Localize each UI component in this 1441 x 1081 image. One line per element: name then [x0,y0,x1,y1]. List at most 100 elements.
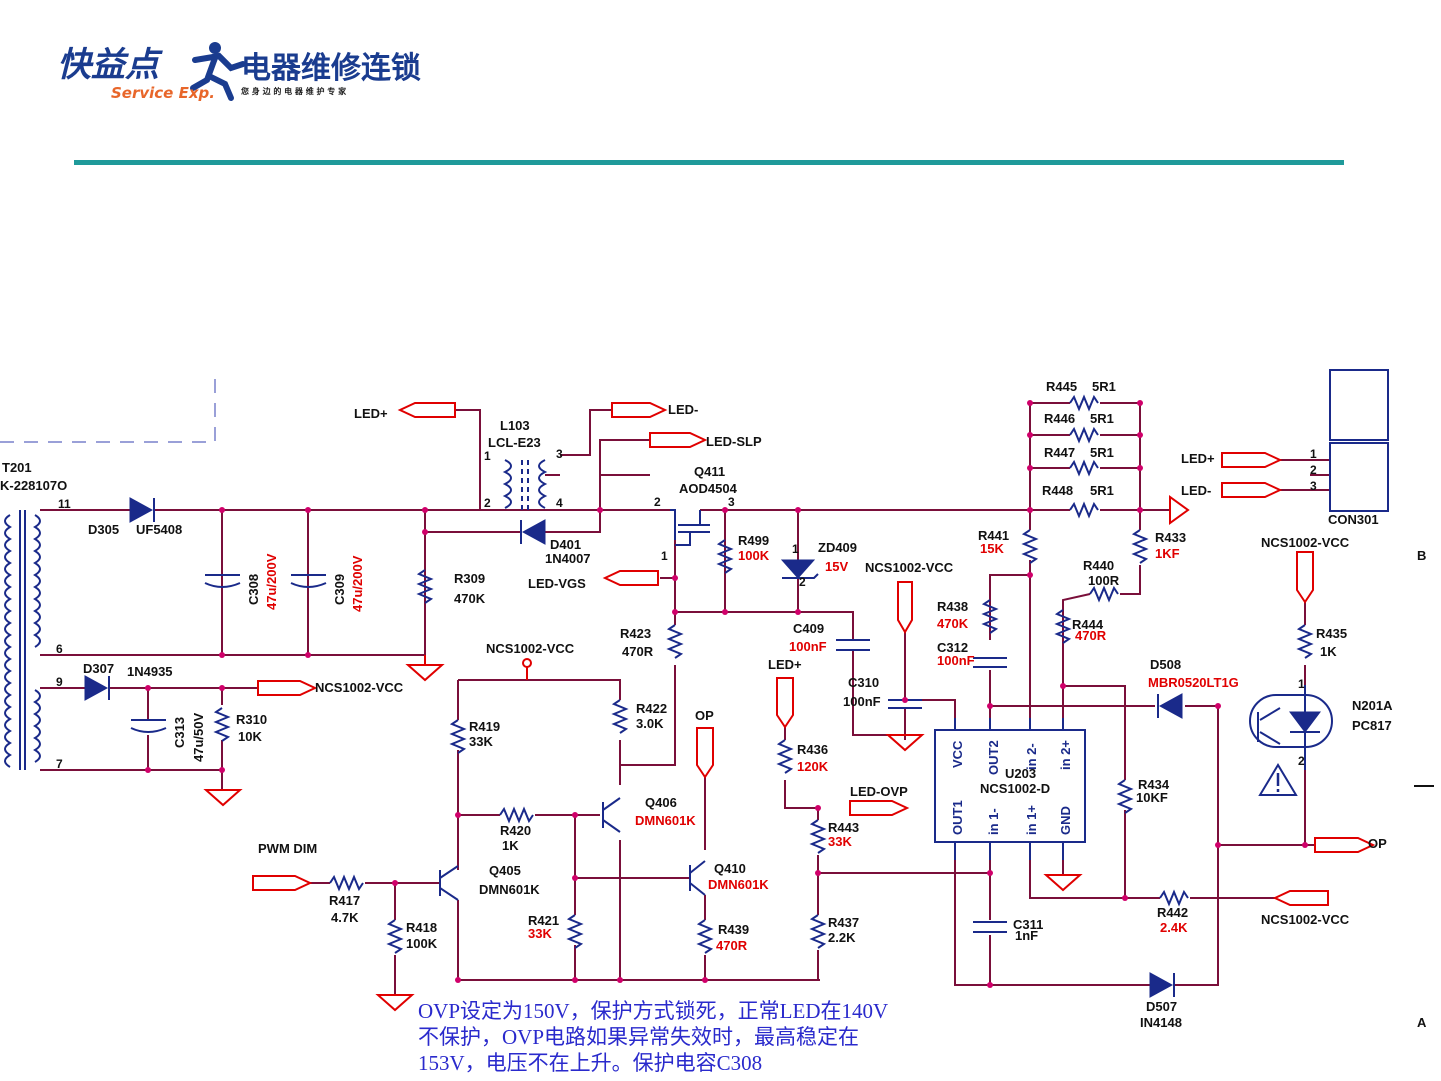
label-r439-val: 470R [716,938,748,953]
svg-text:2: 2 [484,496,491,510]
label-r435-val: 1K [1320,644,1337,659]
label-c312-ref: C312 [937,640,968,655]
label-led-ovp: LED-OVP [850,784,908,799]
connector-con301 [1329,369,1389,512]
label-r435-ref: R435 [1316,626,1347,641]
label-r417-ref: R417 [329,893,360,908]
opamp-pin-out1: OUT1 [950,800,965,835]
label-led-plus-1: LED+ [354,406,388,421]
opamp-pin-in1-plus: in 1+ [1024,805,1039,835]
label-r436-ref: R436 [797,742,828,757]
ovp-note: OVP设定为150V，保护方式锁死，正常LED在140V 不保护，OVP电路如果… [418,998,978,1076]
label-r437-val: 2.2K [828,930,856,945]
label-r434-ref: R434 [1138,777,1170,792]
label-r433-ref: R433 [1155,530,1186,545]
label-d307-ref: D307 [83,661,114,676]
diode-d401-symbol [520,519,546,545]
logo-slogan-cn: 您 身 边 的 电 器 维 护 专 家 [241,86,347,96]
warning-triangle-icon [1258,763,1298,796]
diode-d507-symbol [1149,972,1175,998]
svg-text:6: 6 [56,642,63,656]
label-d307-val: 1N4935 [127,664,173,679]
label-con301: CON301 [1328,512,1379,527]
label-r443-val: 33K [828,834,852,849]
label-r439-ref: R439 [718,922,749,937]
opamp-pin-in1-minus: in 1- [986,808,1001,835]
label-t201-val: K-228107O [0,478,67,493]
label-q405-ref: Q405 [489,863,521,878]
label-c313-ref: C313 [172,717,187,748]
diode-d508-symbol [1157,693,1183,719]
label-q411-val: AOD4504 [679,481,738,496]
label-r309-ref: R309 [454,571,485,586]
label-r310-ref: R310 [236,712,267,727]
label-u203-ref: U203 [1005,766,1036,781]
label-c310-ref: C310 [848,675,879,690]
label-sheet-a: A [1417,1015,1427,1030]
label-r419-ref: R419 [469,719,500,734]
opamp-u203-body [934,729,1086,843]
svg-text:2: 2 [1310,463,1317,477]
zener-zd409-symbol [780,559,819,579]
label-r446-val: 5R1 [1090,411,1114,426]
label-q410-val: DMN601K [708,877,769,892]
label-led-plus-2: LED+ [768,657,802,672]
label-pwm-dim: PWM DIM [258,841,317,856]
label-c312-val: 100nF [937,653,975,668]
svg-text:1: 1 [661,549,668,563]
label-r438-val: 470K [937,616,969,631]
label-d508-ref: D508 [1150,657,1181,672]
label-n201a-ref: N201A [1352,698,1393,713]
label-r499-val: 100K [738,548,770,563]
ports [252,402,1376,906]
opamp-u203-pins [954,718,1064,860]
label-ncs-vcc-4: NCS1002-VCC [1261,912,1350,927]
label-r446-ref: R446 [1044,411,1075,426]
label-r418-ref: R418 [406,920,437,935]
opamp-pin-in2-minus: in 2- [1024,743,1039,770]
optocoupler-n201a [1249,685,1333,770]
label-c308-val: 47u/200V [264,553,279,610]
running-man-icon [190,42,246,101]
label-r499-ref: R499 [738,533,769,548]
label-r310-val: 10K [238,729,262,744]
logo-store-cn: 电器维修连锁 [241,51,421,86]
junction-dots [145,400,1308,988]
label-ncs-vcc-3: NCS1002-VCC [486,641,575,656]
label-n201a-val: PC817 [1352,718,1392,733]
label-ncs-vcc-5: NCS1002-VCC [1261,535,1350,550]
svg-text:3: 3 [728,495,735,509]
label-r423-ref: R423 [620,626,651,641]
label-r421-ref: R421 [528,913,559,928]
svg-text:2: 2 [799,575,806,589]
label-ncs-vcc-2: NCS1002-VCC [315,680,404,695]
label-d305-val: UF5408 [136,522,182,537]
label-led-minus-1: LED- [668,402,698,417]
label-q406-ref: Q406 [645,795,677,810]
label-zd409-val: 15V [825,559,848,574]
label-c310-val: 100nF [843,694,881,709]
label-l103-val: LCL-E23 [488,435,541,450]
label-d401-val: 1N4007 [545,551,591,566]
brand-logo: 快益点 Service Exp. 电器维修连锁 您 身 边 的 电 器 维 护 … [57,42,421,102]
header-divider [74,160,1344,165]
label-r418-val: 100K [406,936,438,951]
label-r444-val: 470R [1075,628,1107,643]
label-r445-val: 5R1 [1092,379,1116,394]
svg-text:1: 1 [792,542,799,556]
label-op-2: OP [1368,836,1387,851]
inductor-l103 [502,459,548,510]
diode-d305-symbol [129,497,155,523]
label-r442-ref: R442 [1157,905,1188,920]
mosfet-q411 [670,509,710,546]
label-d507-ref: D507 [1146,999,1177,1014]
label-r422-val: 3.0K [636,716,664,731]
label-c409-ref: C409 [793,621,824,636]
label-op-1: OP [695,708,714,723]
label-r447-ref: R447 [1044,445,1075,460]
label-c308-ref: C308 [246,574,261,605]
svg-text:1: 1 [1298,677,1305,691]
label-r309-val: 470K [454,591,486,606]
